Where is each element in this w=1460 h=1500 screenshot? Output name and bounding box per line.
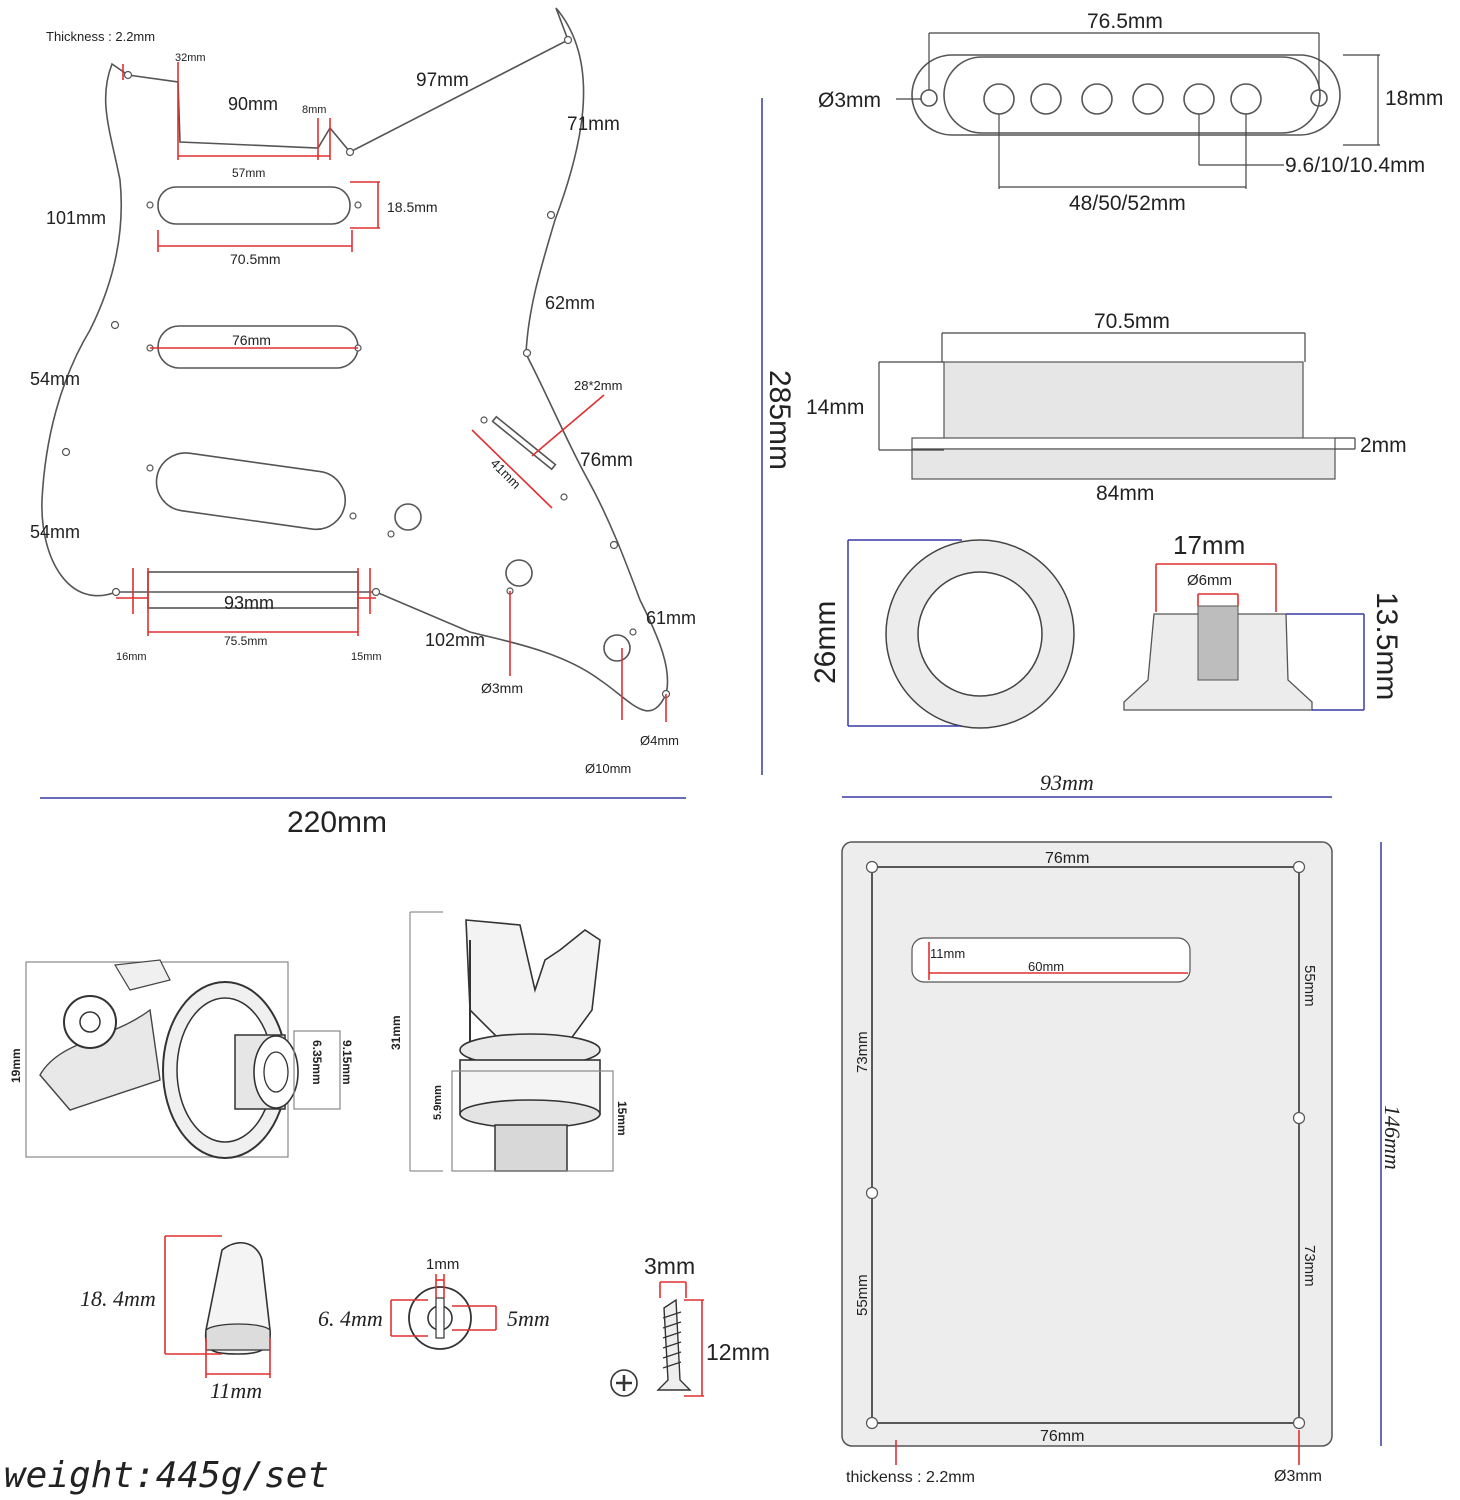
- knob-height-label: 13.5mm: [1370, 592, 1403, 700]
- thickness-label: Thickness : 2.2mm: [46, 29, 155, 44]
- pot-hole-1: [394, 503, 422, 531]
- knob-bore-label: Ø6mm: [1187, 572, 1232, 589]
- pickup-hole-label: Ø3mm: [818, 89, 881, 112]
- dim-15: 15mm: [351, 651, 382, 663]
- tip-width-label: 11mm: [210, 1378, 262, 1403]
- screw-drawing: 3mm 12mm: [610, 1253, 770, 1397]
- dim-16: 16mm: [116, 651, 147, 663]
- side-height-label: 14mm: [806, 396, 864, 419]
- screw-length-label: 12mm: [706, 1339, 770, 1365]
- pole-size-label: 9.6/10/10.4mm: [1285, 154, 1425, 177]
- dim-54-b: 54mm: [30, 522, 80, 542]
- jack-9-15-label: 9.15mm: [340, 1040, 354, 1085]
- jack-front-drawing: 31mm 5.9mm 15mm: [389, 911, 629, 1172]
- dim-61: 61mm: [646, 608, 696, 628]
- dim-71: 71mm: [567, 114, 620, 135]
- pickup-slot-bridge: [155, 452, 347, 531]
- pickguard-screw-holes: [61, 35, 671, 699]
- backplate-bottom-label: 76mm: [1040, 1428, 1084, 1445]
- pickguard-dimension-lines: [116, 62, 667, 722]
- right-73-label: 73mm: [1301, 1245, 1318, 1287]
- side-base-label: 2mm: [1360, 434, 1407, 457]
- side-top-label: 70.5mm: [1094, 310, 1170, 333]
- pickup-slot-neck: [157, 186, 351, 225]
- washer-outer-label: 6. 4mm: [318, 1306, 383, 1331]
- pickguard-outline: [41, 7, 669, 712]
- washer-hole-label: 1mm: [426, 1256, 459, 1273]
- pot-hole-3: [603, 634, 631, 662]
- pickup-height-label: 18mm: [1385, 87, 1443, 110]
- dim-28x2: 28*2mm: [574, 378, 622, 393]
- dim-62: 62mm: [545, 293, 595, 313]
- jack-31-label: 31mm: [389, 1015, 403, 1050]
- pickguard-width-label: 220mm: [287, 806, 387, 839]
- pickup-length-label: 76.5mm: [1087, 10, 1163, 33]
- dim-102: 102mm: [425, 630, 485, 650]
- jack-15-label: 15mm: [615, 1101, 629, 1136]
- dim-41: 41mm: [488, 456, 524, 492]
- dim-70-5: 70.5mm: [230, 251, 281, 267]
- dim-32: 32mm: [175, 52, 206, 64]
- right-55-label: 55mm: [1301, 965, 1318, 1007]
- slot-width-label: 11mm: [930, 946, 965, 961]
- switch-slot: [491, 415, 557, 471]
- dim-93: 93mm: [224, 593, 274, 613]
- knob-drawing: 26mm 17mm Ø6mm 13.5mm: [809, 530, 1403, 729]
- output-jack-drawing: 19mm 6.35mm 9.15mm: [9, 959, 354, 1159]
- dim-97: 97mm: [416, 70, 469, 91]
- dim-54-a: 54mm: [30, 369, 80, 389]
- dim-hole-4: Ø4mm: [640, 733, 679, 748]
- dim-75-5: 75.5mm: [224, 634, 267, 648]
- pickup-side-view: 70.5mm 14mm 2mm 84mm: [806, 310, 1407, 505]
- backplate-hole-label: Ø3mm: [1274, 1468, 1322, 1485]
- slot-length-label: 60mm: [1028, 959, 1064, 974]
- jack-5-9-label: 5.9mm: [432, 1085, 444, 1120]
- jack-19-label: 19mm: [9, 1048, 23, 1083]
- backplate-drawing: 93mm 76mm 11mm 60mm 55mm 73mm 73mm 55mm …: [841, 770, 1405, 1486]
- dim-101: 101mm: [46, 208, 106, 228]
- left-73-label: 73mm: [854, 1031, 871, 1073]
- dim-8: 8mm: [302, 104, 326, 116]
- screw-head-label: 3mm: [644, 1253, 695, 1279]
- backplate-screw-holes: [865, 860, 1306, 1430]
- dim-76: 76mm: [232, 332, 271, 348]
- left-55-label: 55mm: [854, 1274, 871, 1316]
- dim-57: 57mm: [232, 166, 265, 180]
- pickguard-drawing: Thickness : 2.2mm 32mm 90mm 8mm 97mm 71m…: [30, 7, 796, 839]
- dim-90: 90mm: [228, 94, 278, 114]
- backplate-height-label: 146mm: [1380, 1105, 1405, 1170]
- washer-drawing: 1mm 6. 4mm 5mm: [318, 1256, 550, 1350]
- pole-spacing-label: 48/50/52mm: [1069, 192, 1186, 215]
- washer-inner-label: 5mm: [507, 1306, 550, 1331]
- pickup-top-view: 76.5mm Ø3mm 18mm 9.6/10/10.4mm 48/50/52m…: [818, 10, 1443, 215]
- jack-6-35-label: 6.35mm: [310, 1040, 324, 1085]
- backplate-width-label: 93mm: [1040, 770, 1094, 795]
- dim-hole-3: Ø3mm: [481, 680, 523, 696]
- knob-top-label: 17mm: [1173, 530, 1245, 560]
- dim-hole-10: Ø10mm: [585, 761, 631, 776]
- pot-hole-2: [505, 559, 533, 587]
- pickguard-height-label: 285mm: [763, 370, 796, 470]
- pole-pieces: [983, 83, 1262, 115]
- dim-76-b: 76mm: [580, 450, 633, 471]
- knob-diameter-label: 26mm: [809, 601, 842, 684]
- backplate-thickness-label: thickenss : 2.2mm: [846, 1469, 975, 1486]
- dim-18-5: 18.5mm: [387, 199, 438, 215]
- tip-height-label: 18. 4mm: [80, 1286, 156, 1311]
- backplate-top-label: 76mm: [1045, 850, 1089, 867]
- side-bottom-label: 84mm: [1096, 482, 1154, 505]
- weight-label: weight:445g/set: [4, 1455, 329, 1496]
- switch-tip-drawing: 18. 4mm 11mm: [80, 1235, 271, 1403]
